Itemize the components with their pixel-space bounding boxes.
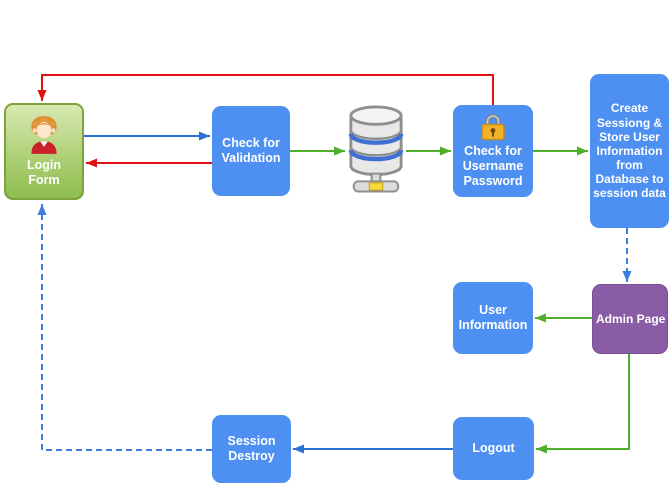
node-label-session-destroy: Session Destroy bbox=[227, 434, 276, 463]
node-label-user-information: User Information bbox=[458, 303, 528, 332]
node-session-destroy: Session Destroy bbox=[212, 415, 291, 483]
node-user-information: User Information bbox=[453, 282, 533, 354]
node-label-admin-page: Admin Page bbox=[596, 311, 666, 326]
node-admin-page: Admin Page bbox=[592, 284, 668, 354]
node-label-login-form: Login Form bbox=[26, 158, 61, 187]
node-label-logout: Logout bbox=[472, 441, 515, 456]
person-icon bbox=[26, 115, 62, 155]
node-label-create-session: Create Sessiong & Store User Information… bbox=[593, 101, 666, 201]
node-check-username: Check for Username Password bbox=[453, 105, 533, 197]
edge-admin-to-logout bbox=[536, 354, 630, 454]
edge-sessiondestroy-to-login bbox=[37, 204, 212, 451]
node-label-check-username: Check for Username Password bbox=[462, 144, 524, 188]
padlock-icon bbox=[480, 113, 506, 141]
node-check-validation: Check for Validation bbox=[212, 106, 290, 196]
node-logout: Logout bbox=[453, 417, 534, 480]
node-login-form: Login Form bbox=[4, 103, 84, 200]
edge-usernamecheck-to-login bbox=[37, 74, 494, 105]
node-create-session: Create Sessiong & Store User Information… bbox=[590, 74, 669, 228]
database-icon bbox=[347, 104, 405, 193]
node-label-check-validation: Check for Validation bbox=[221, 136, 281, 165]
